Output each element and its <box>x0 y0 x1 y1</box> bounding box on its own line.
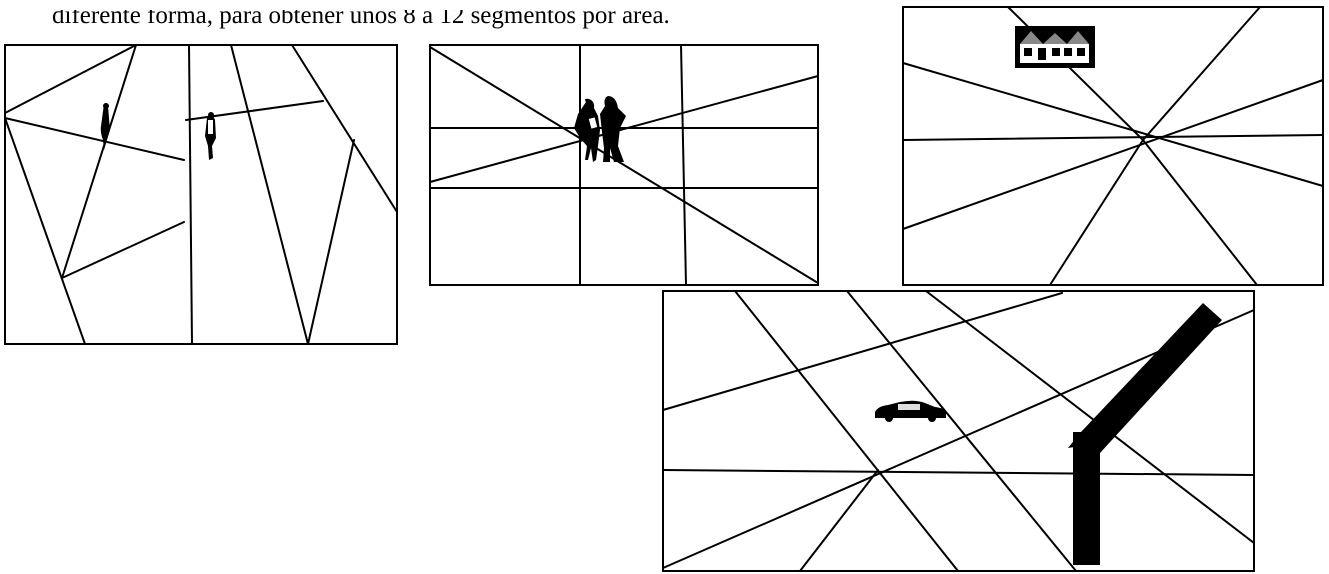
segment-line <box>188 44 193 345</box>
segment-lines <box>4 44 398 345</box>
caption-text: diferente forma, para obtener unos 8 a 1… <box>52 2 670 29</box>
segment-line <box>902 134 1324 141</box>
panel-house <box>902 6 1324 286</box>
road-pole <box>1068 303 1222 565</box>
walking-people-icon <box>100 102 216 160</box>
segment-line <box>925 290 1255 544</box>
segment-line <box>61 44 137 279</box>
segment-line <box>1049 139 1144 286</box>
panel-frame <box>902 6 1324 286</box>
segment-line <box>662 309 1255 569</box>
segment-line <box>429 75 819 183</box>
segment-line <box>734 290 959 572</box>
segment-line <box>1142 6 1261 141</box>
panel-frame <box>4 44 398 345</box>
segment-line <box>1142 139 1258 286</box>
segment-lines <box>429 44 819 286</box>
segment-line <box>4 44 137 114</box>
segment-line <box>307 139 355 345</box>
segment-line <box>662 469 1255 476</box>
panel-car-road <box>662 290 1255 572</box>
car-icon <box>875 400 946 422</box>
couple-silhouette-icon <box>574 96 626 162</box>
segment-line <box>902 62 1324 187</box>
segment-line <box>799 469 879 572</box>
segment-line <box>662 292 1063 411</box>
segment-line <box>4 117 86 345</box>
segment-line <box>4 117 185 161</box>
segment-line <box>429 46 819 284</box>
segment-line <box>230 44 309 345</box>
segment-line <box>902 79 1324 230</box>
segment-line <box>846 290 1077 572</box>
panel-couple <box>429 44 819 286</box>
segment-line <box>680 44 687 286</box>
house-icon <box>1015 26 1095 68</box>
segment-line <box>61 221 185 279</box>
segment-lines <box>662 290 1255 572</box>
panel-street-walkers <box>4 44 398 345</box>
segment-line <box>291 44 398 213</box>
